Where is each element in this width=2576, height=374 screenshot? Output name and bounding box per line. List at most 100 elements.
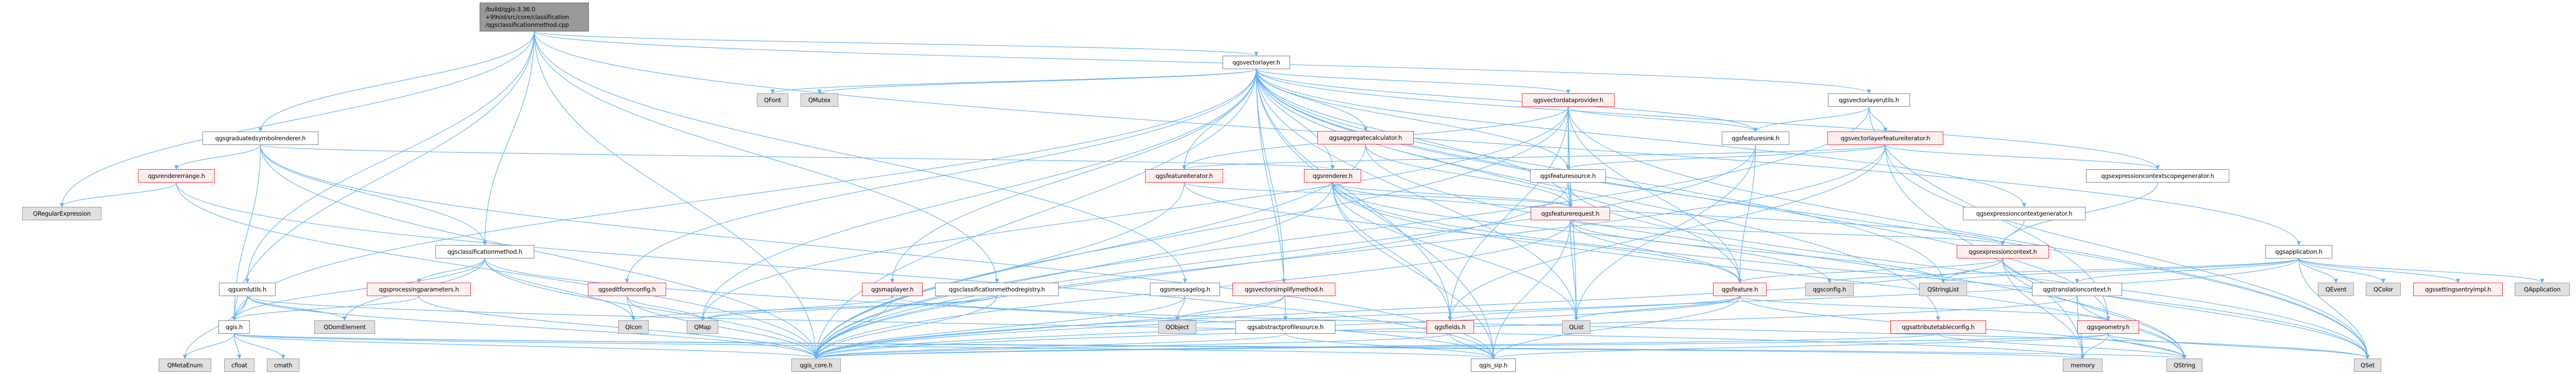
edge-qgsclassificationmethodregistry-to-QIcon — [631, 296, 997, 321]
edge-qgsexpressioncontext-to-QString — [2002, 258, 2187, 359]
edge-qgsvectordataprovider-to-QSet — [1568, 106, 2370, 359]
node-qgsapplication[interactable]: qgsapplication.h — [2265, 245, 2332, 258]
node-qgssettingsentryimpl[interactable]: qgssettingsentryimpl.h — [2413, 283, 2503, 296]
node-qgis-sip[interactable]: qgis_sip.h — [1471, 359, 1516, 372]
edge-qgsvectorlayer-to-qgsfeaturesink — [1256, 69, 1758, 132]
edge-root-to-qgsvectorlayer — [534, 31, 1259, 56]
edge-root-to-qgsclassificationmethod — [482, 31, 535, 246]
node-qobject: QObject — [1158, 320, 1196, 334]
edge-qgsrenderer-to-QList — [1332, 182, 1579, 321]
node-qgsfeature[interactable]: qgsfeature.h — [1713, 283, 1767, 296]
node-qgsgeometry[interactable]: qgsgeometry.h — [2077, 320, 2139, 334]
node-qgis[interactable]: qgis.h — [218, 320, 250, 334]
edge-qgsgeometry-to-qgis_sip — [1491, 333, 2109, 359]
node-qstring: QString — [2166, 359, 2202, 372]
node-qgsattributetableconfig[interactable]: qgsattributetableconfig.h — [1890, 320, 1986, 334]
node-qgsgraduatedsymbolrenderer[interactable]: qgsgraduatedsymbolrenderer.h — [202, 132, 318, 145]
node-qgsclassificationmethodregistry[interactable]: qgsclassificationmethodregistry.h — [935, 283, 1059, 296]
edge-qgsvectorlayer-to-qgis — [232, 69, 1257, 321]
edge-qgsrenderer-to-qgsfields — [1332, 182, 1452, 321]
edge-qgsvectordataprovider-to-QMap — [700, 106, 1569, 321]
edge-qgsexpressioncontext-to-qgis_core — [814, 258, 2004, 359]
edge-qgis-to-QMetaEnum — [182, 333, 235, 359]
edge-qgsrendererrange-to-qgis_sip — [176, 182, 1496, 359]
node-qgsfeaturesource[interactable]: qgsfeaturesource.h — [1530, 169, 1606, 183]
edge-qgsfeature-to-QList — [1574, 296, 1740, 321]
edge-qgsfeaturesink-to-qgis_core — [814, 144, 1756, 359]
node-qgsvectorlayerfeatureiterator[interactable]: qgsvectorlayerfeatureiterator.h — [1827, 132, 1943, 145]
node-cmath: cmath — [267, 359, 299, 372]
edge-qgis-to-cmath — [233, 333, 285, 359]
root-label-line-1: /build/qgis-3.36.0 — [485, 5, 535, 13]
node-qapplication: QApplication — [2515, 283, 2570, 296]
edge-qgsvectorlayerfeatureiterator-to-qgsfields — [1448, 144, 1886, 321]
edge-qgsclassificationmethod-to-qgsprocessingparameters — [416, 258, 485, 283]
edge-qgsrenderer-to-qgsconfig — [1332, 182, 1832, 283]
node-qgsexpressioncontextgenerator[interactable]: qgsexpressioncontextgenerator.h — [1963, 207, 2086, 220]
node-qgsrendererrange[interactable]: qgsrendererrange.h — [138, 169, 215, 183]
node-qgstranslationcontext[interactable]: qgstranslationcontext.h — [2032, 283, 2122, 296]
edge-qgsprocessingparameters-to-qgis_core — [418, 296, 819, 359]
node-qevent: QEvent — [2318, 283, 2354, 296]
node-qgsfields[interactable]: qgsfields.h — [1426, 320, 1474, 334]
edge-qgseditformconfig-to-qgis_core — [626, 296, 819, 359]
edge-qgsvectorlayer-to-qgsexpressioncontextscopegenerator — [1256, 69, 2160, 170]
node-qgsmaplayer[interactable]: qgsmaplayer.h — [862, 283, 923, 296]
node-qgsvectorlayerutils[interactable]: qgsvectorlayerutils.h — [1828, 93, 1910, 107]
edge-qgsfields-to-qgis_core — [814, 333, 1451, 359]
node-qgsabstractprofilesource[interactable]: qgsabstractprofilesource.h — [1235, 320, 1335, 334]
edge-qgsvectordataprovider-to-qgsfields — [1448, 106, 1569, 321]
edge-qgsexpressioncontext-to-QSet — [2002, 258, 2370, 359]
edge-qgsvectorlayer-to-QMap — [700, 69, 1257, 321]
edge-qgsapplication-to-qgssettingsentryimpl — [2298, 258, 2461, 283]
node-qgsvectorsimplifymethod[interactable]: qgsvectorsimplifymethod.h — [1232, 283, 1335, 296]
node-qicon: QIcon — [618, 320, 649, 334]
node-qgsexpressioncontext[interactable]: qgsexpressioncontext.h — [1957, 245, 2049, 258]
node-qmutex: QMutex — [801, 93, 838, 107]
node-qgsvectordataprovider[interactable]: qgsvectordataprovider.h — [1522, 93, 1615, 107]
node-qgsprocessingparameters[interactable]: qgsprocessingparameters.h — [367, 283, 471, 296]
edge-qgsmessagelog-to-qgis_core — [814, 296, 1185, 359]
edge-qgsvectorlayer-to-QMutex — [817, 69, 1257, 94]
node-qgseditformconfig[interactable]: qgseditformconfig.h — [588, 283, 666, 296]
edge-qgsaggregatecalculator-to-QString — [1365, 144, 2187, 359]
node-qgsfeatureiterator[interactable]: qgsfeatureiterator.h — [1145, 169, 1223, 183]
edge-qgsapplication-to-qgstranslationcontext — [2075, 258, 2299, 283]
edge-qgsapplication-to-QSet — [2298, 258, 2370, 359]
edge-qgsattributetableconfig-to-qgis_core — [814, 333, 1939, 359]
node-qgsfeaturesink[interactable]: qgsfeaturesink.h — [1722, 132, 1789, 145]
edge-qgsfeaturesource-to-QSet — [1567, 182, 2370, 359]
node-qgsaggregatecalculator[interactable]: qgsaggregatecalculator.h — [1317, 131, 1414, 144]
edge-qgsxmlutils-to-qgis_core — [247, 296, 819, 359]
node-qset: QSet — [2354, 359, 2381, 372]
edge-root-to-qgsclassificationmethodregistry — [534, 31, 999, 283]
edge-root-to-qgsgraduatedsymbolrenderer — [258, 31, 535, 132]
node-memory: memory — [2063, 359, 2103, 372]
root-file-node: /build/qgis-3.36.0 +99sid/src/core/class… — [480, 3, 589, 31]
node-qgsclassificationmethod[interactable]: qgsclassificationmethod.h — [435, 245, 534, 258]
node-qgsmessagelog[interactable]: qgsmessagelog.h — [1150, 283, 1220, 296]
node-qgsrenderer[interactable]: qgsrenderer.h — [1304, 169, 1361, 183]
edge-qgsclassificationmethod-to-qgis_sip — [484, 258, 1496, 359]
node-qgsfeaturerequest[interactable]: qgsfeaturerequest.h — [1531, 207, 1610, 220]
edge-qgsgraduatedsymbolrenderer-to-qgsrendererrange — [174, 144, 261, 170]
node-qgsexpressioncontextscopegenerator[interactable]: qgsexpressioncontextscopegenerator.h — [2086, 169, 2229, 183]
edge-qgsgraduatedsymbolrenderer-to-qgsrenderer — [260, 144, 1334, 170]
edge-qgsvectorlayerfeatureiterator-to-qgsfeaturesource — [1566, 144, 1886, 170]
node-qlist: QList — [1562, 320, 1590, 334]
node-qgsxmlutils[interactable]: qgsxmlutils.h — [219, 283, 276, 296]
edge-qgsxmlutils-to-QMetaEnum — [182, 296, 248, 359]
edge-qgsgeometry-to-qgis_core — [814, 333, 2109, 359]
edge-qgsvectorlayer-to-qgsgeometry — [1256, 69, 2111, 321]
node-qgsvectorlayer[interactable]: qgsvectorlayer.h — [1223, 56, 1290, 69]
edge-qgsvectorlayerutils-to-qgsvectorlayerfeatureiterator — [1868, 106, 1888, 132]
edge-qgsexpressioncontextgenerator-to-qgsexpressioncontext — [2001, 220, 2025, 246]
edge-qgsvectorlayer-to-qgsexpressioncontextgenerator — [1256, 69, 2027, 207]
edge-qgsgeometry-to-memory — [2080, 333, 2109, 359]
edge-qgsvectorlayer-to-qgis_core — [814, 69, 1257, 359]
edge-qgsgeometry-to-QString — [2108, 333, 2187, 359]
edge-qgsapplication-to-QStringList — [1941, 258, 2299, 283]
edge-qgsvectorlayerutils-to-qgsfeaturesink — [1753, 106, 1870, 132]
edge-qgsxmlutils-to-QDomElement — [247, 296, 347, 321]
edge-qgsvectorlayer-to-qgis_sip — [1256, 69, 1496, 359]
